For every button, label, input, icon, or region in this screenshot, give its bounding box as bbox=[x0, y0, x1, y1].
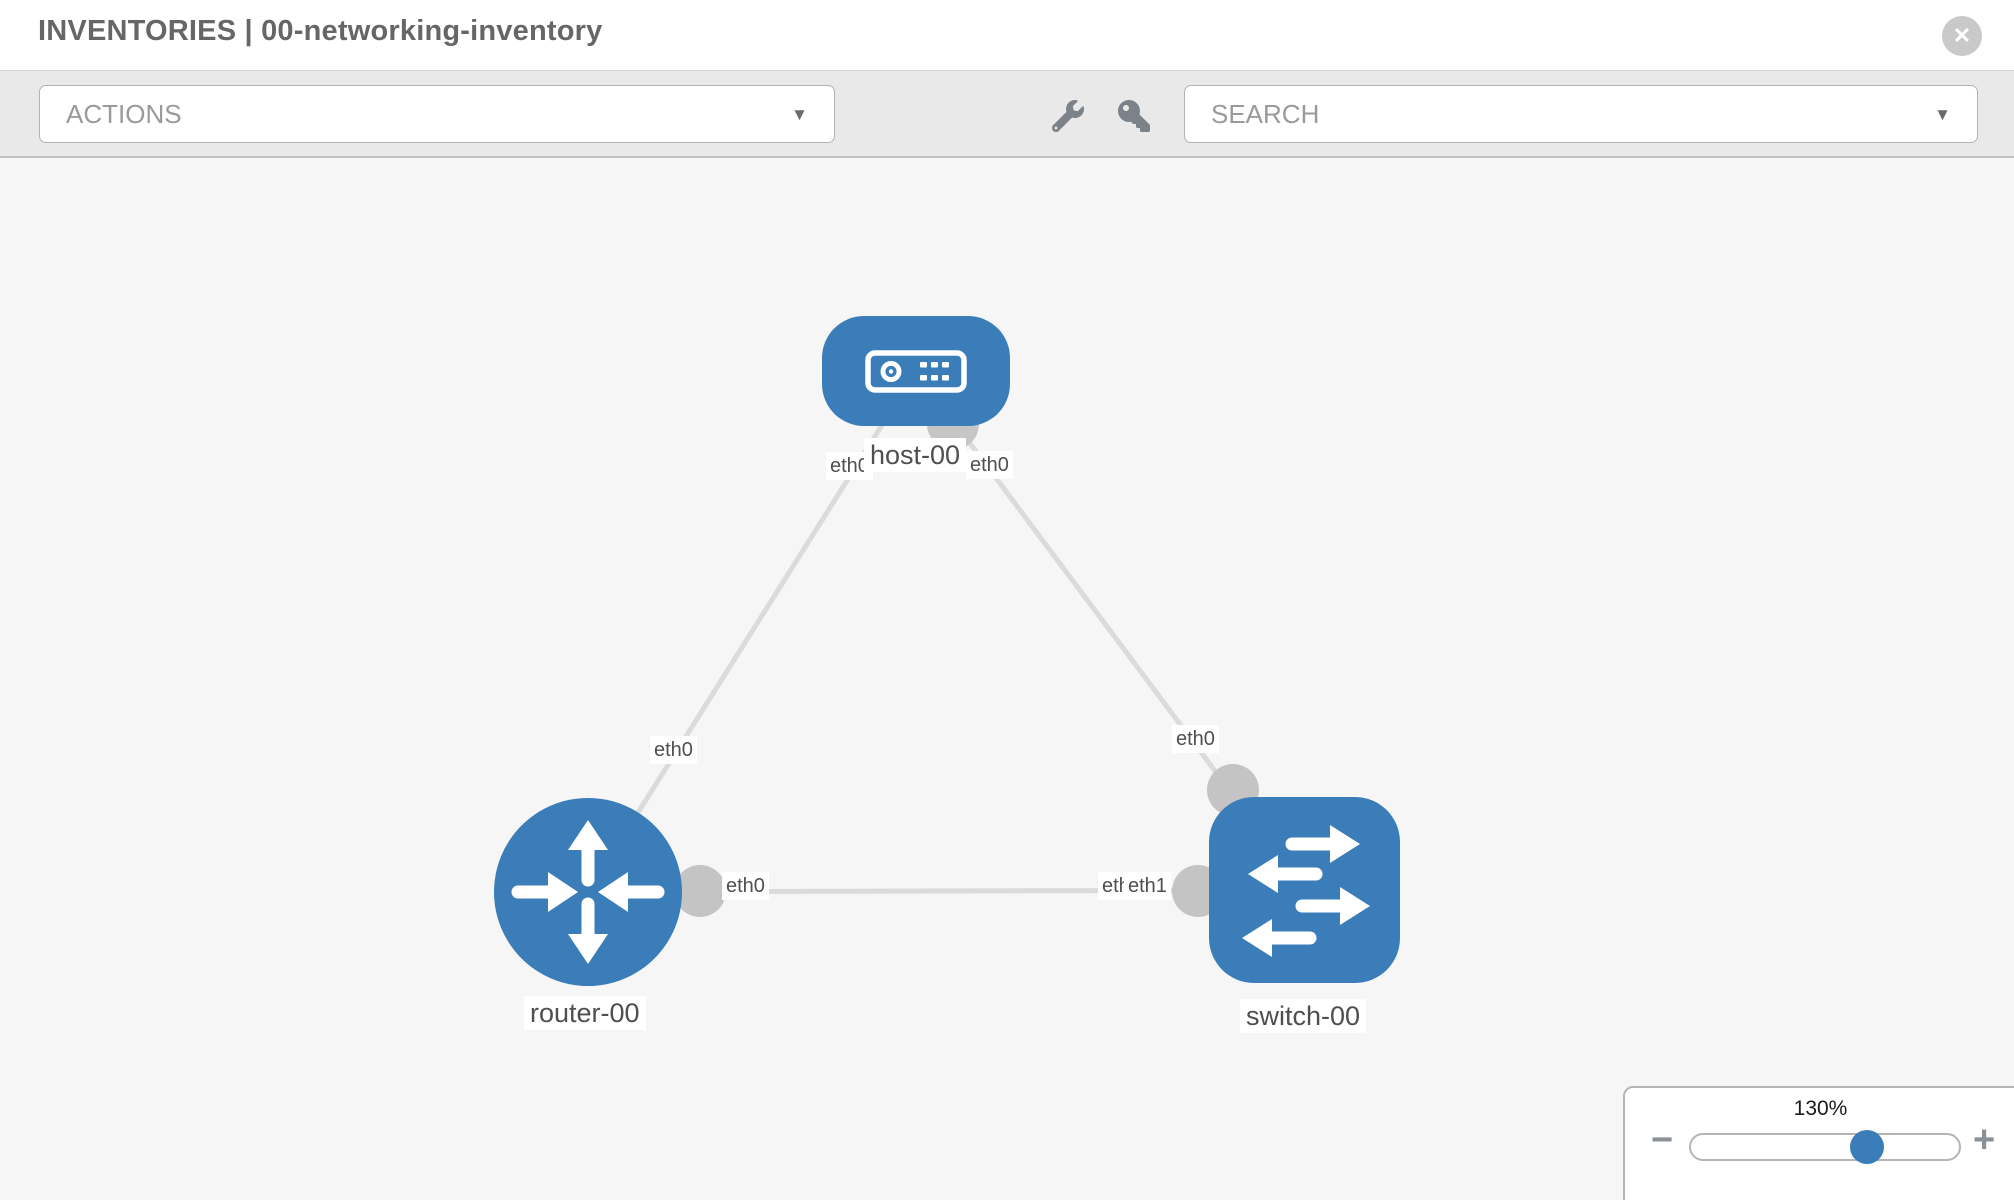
zoom-in-button[interactable]: + bbox=[1973, 1121, 1995, 1159]
actions-dropdown[interactable]: ACTIONS ▼ bbox=[39, 85, 835, 143]
host-icon bbox=[865, 350, 967, 393]
zoom-percent-label: 130% bbox=[1793, 1097, 1848, 1120]
interface-label-link-host-switch: eth0 bbox=[1172, 725, 1219, 753]
node-host-00[interactable] bbox=[822, 316, 1010, 426]
credentials-button[interactable] bbox=[1114, 97, 1154, 137]
zoom-slider-track[interactable] bbox=[1689, 1130, 1961, 1164]
topology-canvas[interactable]: eth0 host-00 eth0 eth0 eth0 eth0 eth0 et… bbox=[0, 158, 2014, 1200]
node-label-router: router-00 bbox=[524, 996, 646, 1031]
page-title: INVENTORIES | 00-networking-inventory bbox=[38, 15, 603, 47]
interface-label-switch-left-over: eth1 bbox=[1124, 872, 1171, 900]
node-switch-00[interactable] bbox=[1209, 797, 1400, 983]
node-label-host: host-00 bbox=[864, 438, 967, 473]
actions-dropdown-label: ACTIONS bbox=[66, 98, 182, 129]
switch-icon bbox=[1242, 825, 1370, 957]
close-button[interactable]: ✕ bbox=[1942, 16, 1982, 56]
key-icon bbox=[1118, 99, 1150, 132]
chevron-down-icon: ▼ bbox=[1934, 105, 1951, 124]
wrench-icon bbox=[1051, 99, 1084, 132]
node-label-switch: switch-00 bbox=[1240, 999, 1367, 1034]
interface-label-link-host-router: eth0 bbox=[650, 736, 697, 764]
plus-icon: + bbox=[1973, 1119, 1996, 1161]
search-dropdown-label: SEARCH bbox=[1211, 98, 1320, 129]
endpoint-router-right[interactable] bbox=[674, 865, 726, 917]
zoom-control-panel: 130% − + bbox=[1623, 1086, 2014, 1200]
zoom-slider-handle[interactable] bbox=[1850, 1130, 1884, 1164]
node-router-00[interactable] bbox=[494, 798, 682, 986]
interface-label-router-right: eth0 bbox=[722, 872, 769, 900]
minus-icon: − bbox=[1651, 1119, 1674, 1161]
interface-label-host-right: eth0 bbox=[966, 451, 1013, 479]
search-dropdown[interactable]: SEARCH ▼ bbox=[1184, 85, 1978, 143]
close-icon: ✕ bbox=[1952, 23, 1972, 48]
router-icon bbox=[511, 820, 665, 964]
chevron-down-icon: ▼ bbox=[791, 105, 808, 124]
header: INVENTORIES | 00-networking-inventory ✕ bbox=[0, 0, 2014, 70]
toolbar: ACTIONS ▼ SEARCH ▼ bbox=[0, 70, 2014, 158]
zoom-out-button[interactable]: − bbox=[1651, 1121, 1673, 1159]
configure-tools-button[interactable] bbox=[1048, 97, 1088, 137]
